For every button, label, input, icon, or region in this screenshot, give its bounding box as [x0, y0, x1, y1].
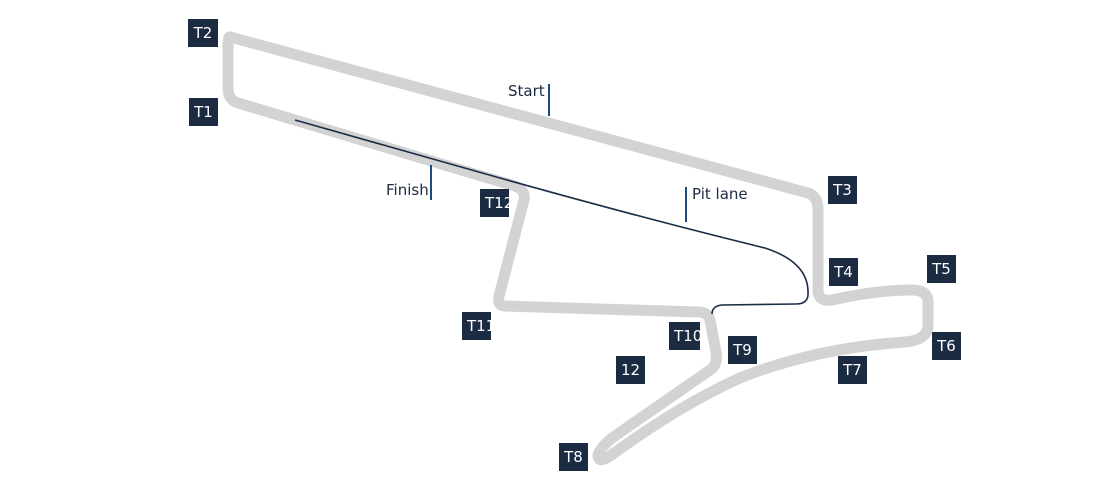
turn-label-t7: T7 [838, 356, 867, 384]
turn-label-t3: T3 [828, 176, 857, 204]
start-label: Start [508, 82, 545, 100]
turn-label-t5: T5 [927, 255, 956, 283]
turn-label-t4: T4 [829, 258, 858, 286]
turn-label-t9: T9 [728, 336, 757, 364]
pit-lane-path [294, 119, 809, 315]
finish-label: Finish [386, 181, 429, 199]
turn-label-t11: T11 [462, 312, 495, 340]
turn-label-t6: T6 [932, 332, 961, 360]
turn-label-t8: T8 [559, 443, 588, 471]
turn-label-12: 12 [616, 356, 645, 384]
turn-label-t1: T1 [189, 98, 218, 126]
turn-label-t2: T2 [188, 19, 218, 47]
track-outline [222, 31, 934, 466]
turn-label-t12: T12 [480, 189, 513, 217]
pit-lane-label: Pit lane [692, 185, 748, 203]
turn-label-t10: T10 [669, 322, 702, 350]
